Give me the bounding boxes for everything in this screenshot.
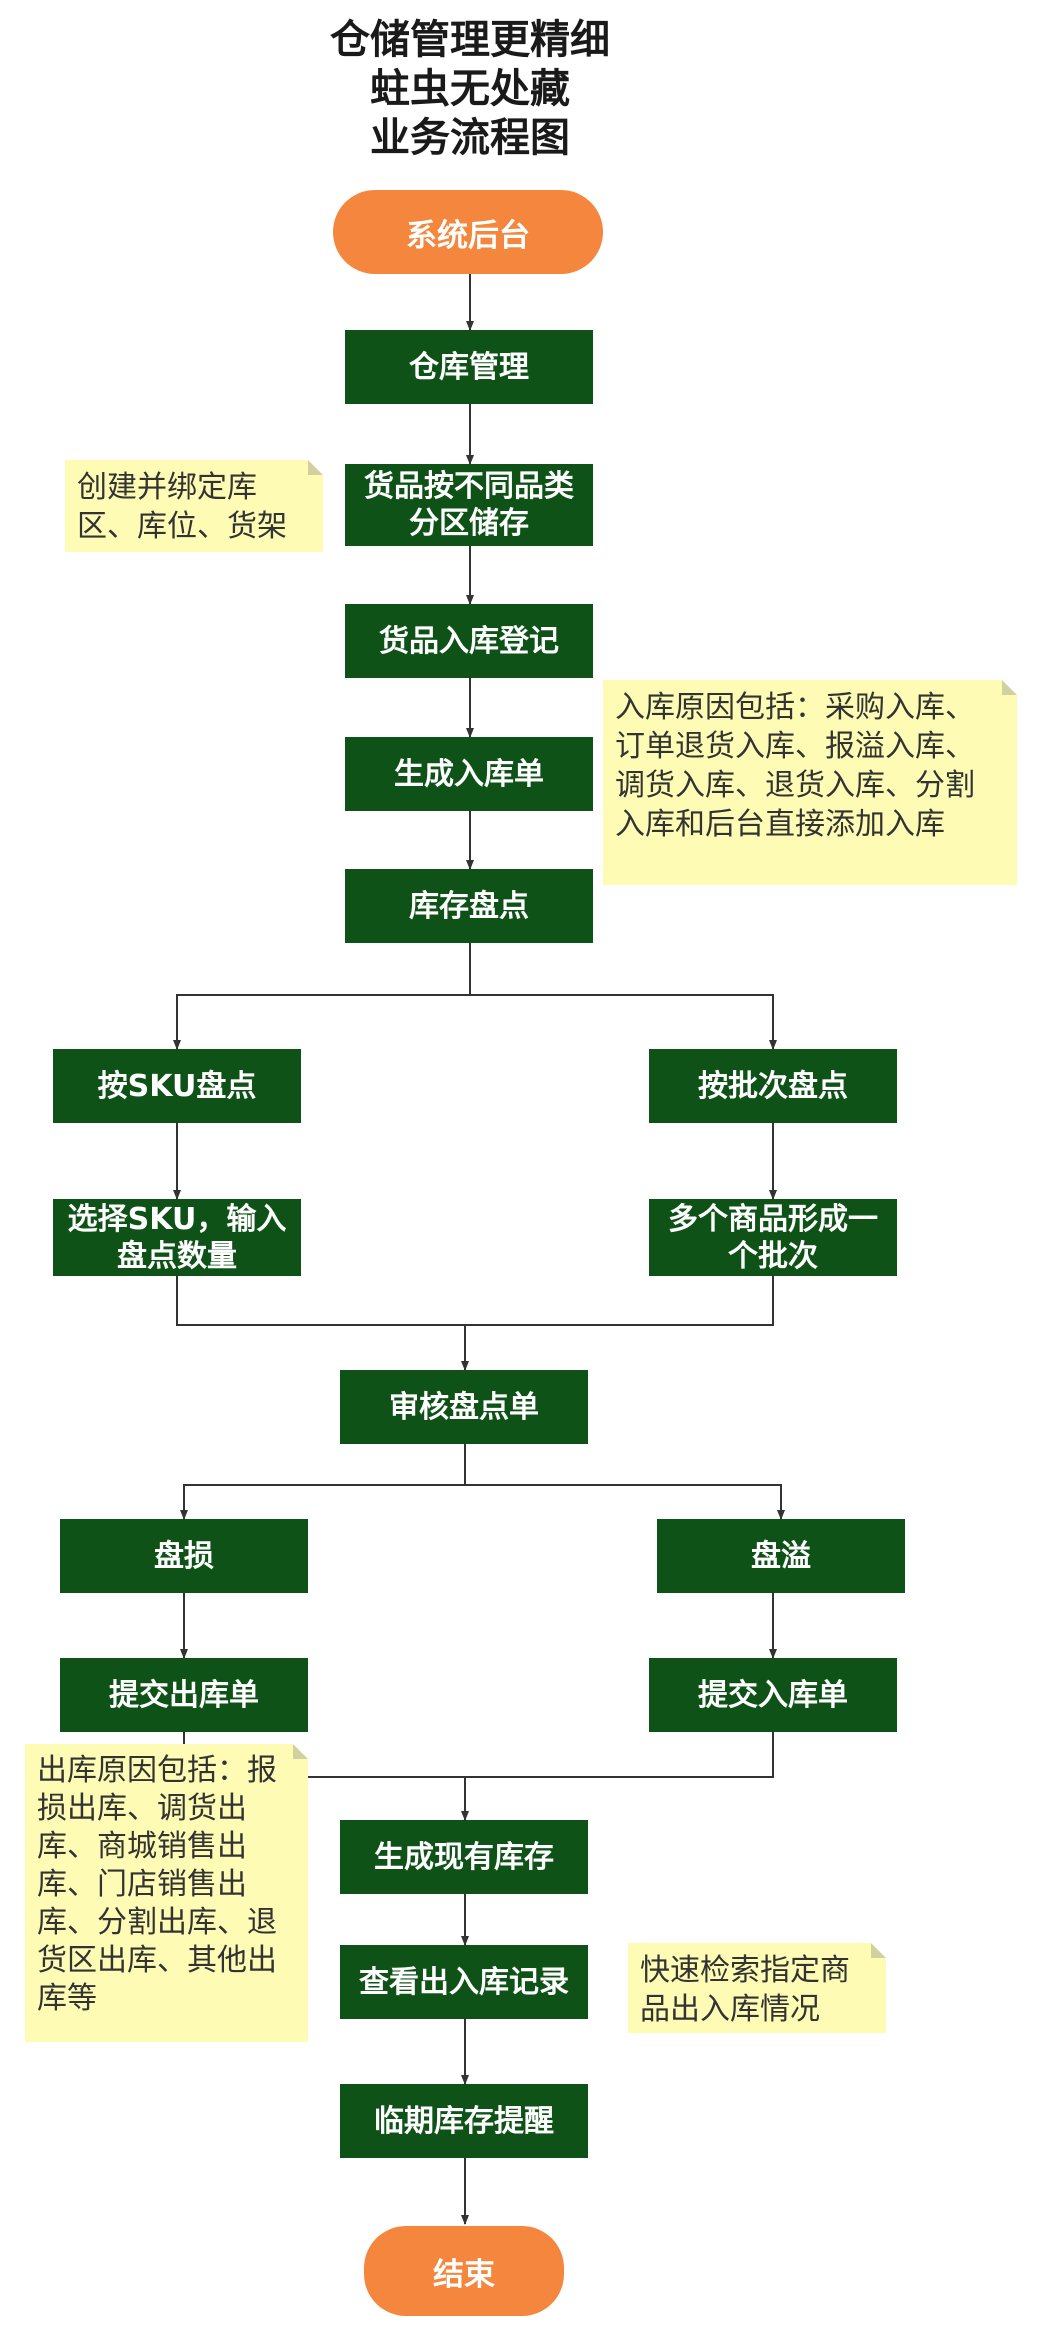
node-inventory-check: 库存盘点 (345, 869, 593, 943)
note-inbound-line-2: 订单退货入库、报溢入库、 (615, 729, 975, 764)
note-records-line-1: 快速检索指定商 (640, 1953, 850, 1988)
note-inbound-line-1: 入库原因包括：采购入库、 (615, 690, 975, 725)
node-loss: 盘损 (60, 1519, 308, 1593)
note-zone-line-2: 区、库位、货架 (77, 509, 287, 544)
diagram-title-line-1: 仓储管理更精细 (330, 17, 610, 63)
node-check-by-sku: 按SKU盘点 (53, 1049, 301, 1123)
node-multi-goods-line-1: 多个商品形成一 (668, 1201, 878, 1237)
note-outbound-reasons: 出库原因包括：报 损出库、调货出 库、商城销售出 库、门店销售出 库、分割出库、… (25, 1744, 308, 2042)
node-submit-inbound-order: 提交入库单 (649, 1658, 897, 1732)
note-fold-corner (1002, 680, 1017, 695)
node-expiry-reminder: 临期库存提醒 (340, 2084, 588, 2158)
diagram-title-line-2: 蛀虫无处藏 (370, 66, 570, 112)
note-inbound-line-3: 调货入库、退货入库、分割 (615, 768, 975, 803)
note-zone-line-1: 创建并绑定库 (77, 470, 257, 505)
note-fold-corner (293, 1744, 308, 1759)
edge-merge-to-review (176, 1276, 774, 1326)
note-outbound-line-5: 库、分割出库、退 (37, 1905, 277, 1940)
node-inbound-register: 货品入库登记 (345, 604, 593, 678)
node-goods-zone-storage: 货品按不同品类 分区储存 (345, 464, 593, 546)
edge-review-split-right (465, 1484, 785, 1520)
end-terminal: 结束 (364, 2226, 564, 2316)
note-inbound-line-4: 入库和后台直接添加入库 (615, 807, 945, 842)
edge-check-split-right (470, 994, 777, 1050)
note-inbound-reasons: 入库原因包括：采购入库、 订单退货入库、报溢入库、 调货入库、退货入库、分割 入… (603, 680, 1017, 885)
node-warehouse-management: 仓库管理 (345, 330, 593, 404)
note-outbound-line-7: 库等 (37, 1981, 97, 2016)
node-multi-goods-line-2: 个批次 (728, 1238, 818, 1274)
note-outbound-line-1: 出库原因包括：报 (37, 1753, 277, 1788)
note-outbound-line-6: 货区出库、其他出 (37, 1943, 277, 1978)
note-records-line-2: 品出入库情况 (640, 1992, 820, 2027)
note-records-search: 快速检索指定商 品出入库情况 (628, 1943, 886, 2033)
node-check-by-batch: 按批次盘点 (649, 1049, 897, 1123)
node-select-sku-line-1: 选择SKU，输入 (67, 1201, 287, 1237)
note-fold-corner (871, 1943, 886, 1958)
node-submit-outbound-order: 提交出库单 (60, 1658, 308, 1732)
node-goods-zone-line-2: 分区储存 (409, 506, 529, 541)
node-generate-current-stock: 生成现有库存 (340, 1820, 588, 1894)
node-overflow: 盘溢 (657, 1519, 905, 1593)
node-review-check-order: 审核盘点单 (340, 1370, 588, 1444)
note-zone-binding: 创建并绑定库 区、库位、货架 (65, 460, 323, 552)
note-outbound-line-4: 库、门店销售出 (37, 1867, 247, 1902)
edge-check-split (173, 943, 471, 1050)
start-terminal: 系统后台 (333, 190, 603, 274)
node-select-sku: 选择SKU，输入 盘点数量 (53, 1199, 301, 1276)
node-view-inout-records: 查看出入库记录 (340, 1945, 588, 2019)
node-goods-zone-line-1: 货品按不同品类 (364, 469, 574, 504)
note-outbound-line-3: 库、商城销售出 (37, 1829, 247, 1864)
note-fold-corner (308, 460, 323, 475)
diagram-title-line-3: 业务流程图 (370, 115, 570, 161)
node-multi-goods-batch: 多个商品形成一 个批次 (649, 1199, 897, 1276)
node-select-sku-line-2: 盘点数量 (117, 1238, 237, 1274)
edge-review-split (180, 1444, 466, 1520)
node-generate-inbound-order: 生成入库单 (345, 737, 593, 811)
note-outbound-line-2: 损出库、调货出 (37, 1791, 247, 1826)
